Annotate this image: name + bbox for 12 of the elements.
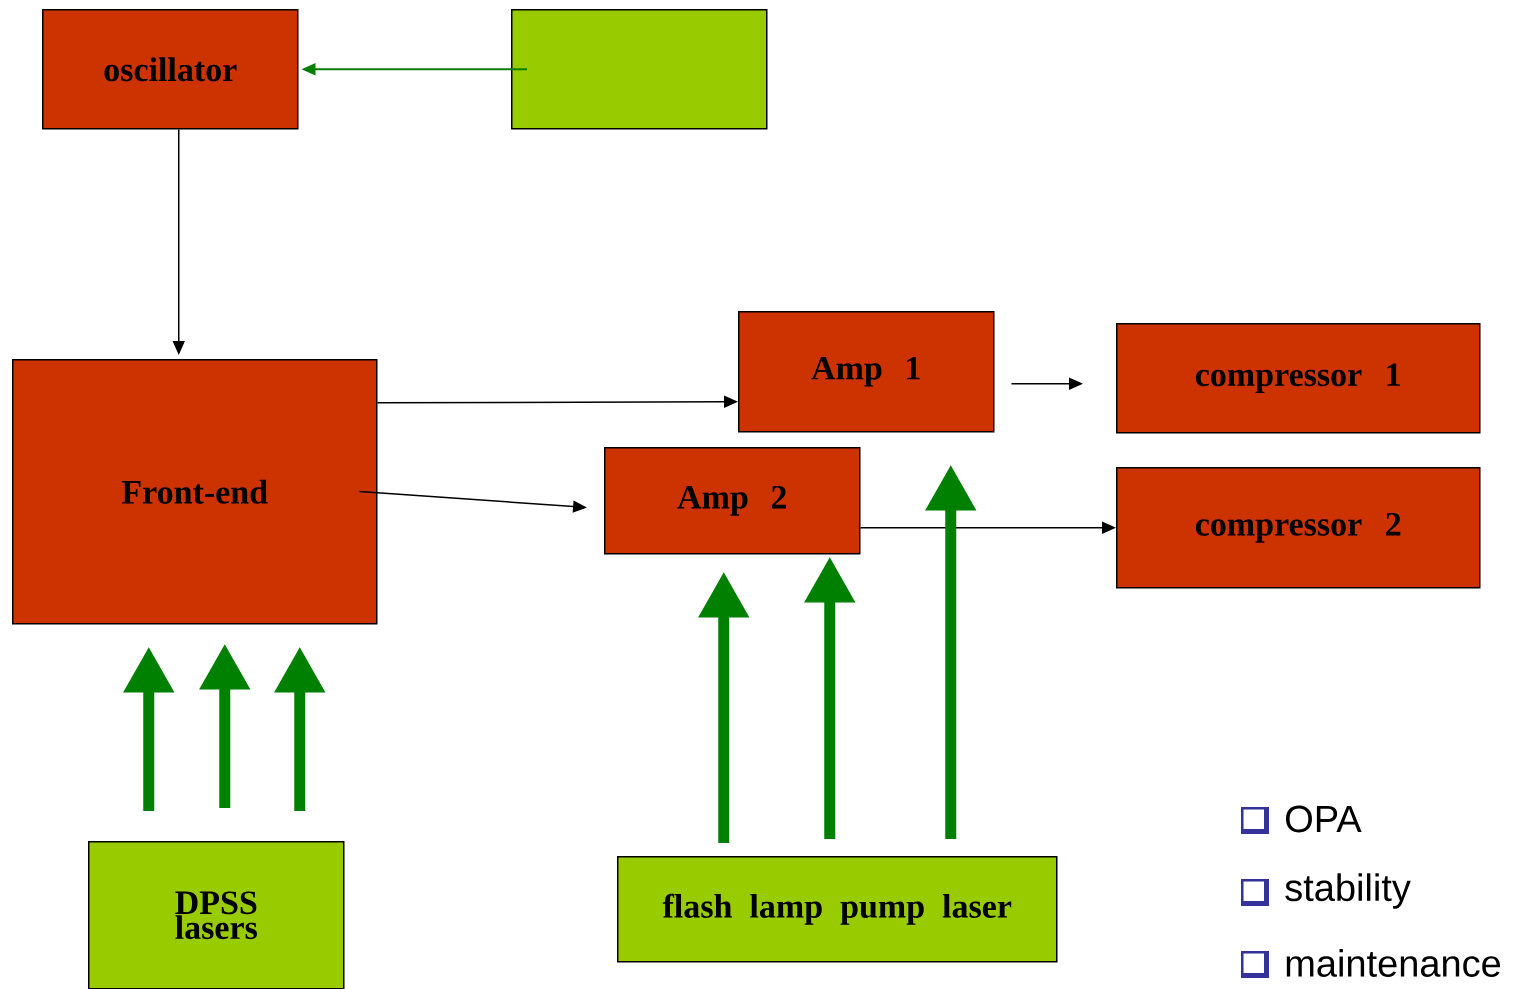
block-box: DPSS lasers <box>88 841 345 989</box>
list-item: maintenance <box>1286 949 1501 977</box>
block-box: oscillator <box>42 9 299 130</box>
block-box: compressor 1 <box>1116 323 1481 434</box>
list-item: OPA <box>1286 805 1362 833</box>
block-box: Amp 2 <box>604 447 861 555</box>
block-box: Front-end <box>12 359 378 625</box>
block-box: flash lamp pump laser <box>617 856 1058 963</box>
block-box: Amp 1 <box>738 311 995 433</box>
block-box: compressor 2 <box>1116 467 1481 589</box>
list-item: stability <box>1285 873 1411 909</box>
block-box <box>511 9 768 130</box>
